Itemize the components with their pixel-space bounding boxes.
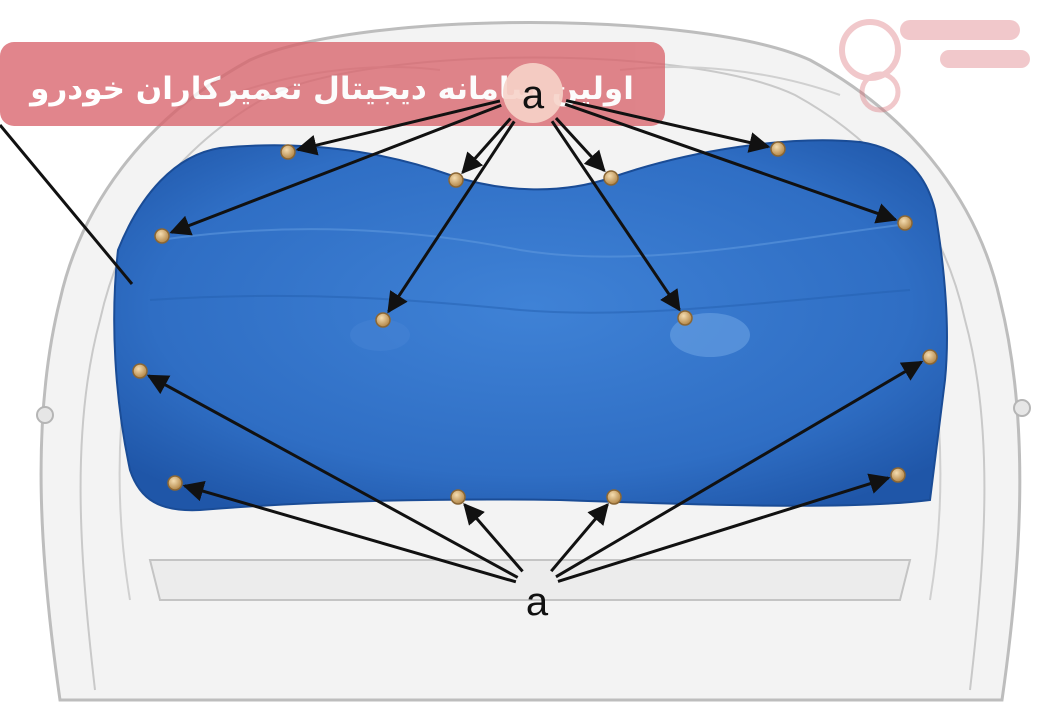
leader-arrow-top-6 [564, 102, 898, 224]
fastener-clip-4 [770, 141, 786, 157]
fastener-clip-1 [280, 144, 296, 160]
watermark-logo [839, 19, 1030, 113]
reference-leader-line [0, 124, 134, 285]
fastener-clip-8 [677, 310, 693, 326]
leader-arrow-top-2 [461, 117, 512, 175]
fastener-clip-3 [603, 170, 619, 186]
watermark-banner: اولین سامانه دیجیتال تعمیرکاران خودرو [0, 42, 665, 126]
fastener-clip-13 [606, 489, 622, 505]
fastener-clip-6 [897, 215, 913, 231]
clip-layer [132, 141, 938, 505]
fastener-clip-7 [375, 312, 391, 328]
fastener-clip-12 [450, 489, 466, 505]
leader-arrow-top-4 [565, 99, 771, 153]
leader-arrow-top-5 [169, 103, 502, 236]
fastener-clip-10 [922, 349, 938, 365]
leader-arrow-bottom-12 [463, 502, 524, 573]
leader-arrow-bottom-11 [182, 480, 517, 584]
leader-arrow-top-7 [387, 120, 516, 314]
leader-arrow-top-8 [550, 120, 681, 312]
fastener-clip-2 [448, 172, 464, 188]
hood-insulator-pad [113, 139, 948, 512]
fastener-clip-14 [890, 467, 906, 483]
arrow-layer [146, 99, 924, 584]
leader-arrow-top-1 [295, 99, 501, 156]
fastener-clip-11 [167, 475, 183, 491]
fastener-clip-5 [154, 228, 170, 244]
leader-arrow-bottom-10 [555, 360, 924, 579]
callout-label-top: a [522, 73, 545, 117]
leader-arrow-bottom-9 [146, 374, 519, 579]
leader-arrow-top-3 [554, 117, 606, 173]
leader-arrow-bottom-13 [550, 503, 609, 573]
leader-arrow-bottom-14 [557, 473, 891, 583]
callout-label-bottom: a [526, 580, 549, 624]
callout-top-highlight [503, 63, 563, 123]
fastener-clip-9 [132, 363, 148, 379]
